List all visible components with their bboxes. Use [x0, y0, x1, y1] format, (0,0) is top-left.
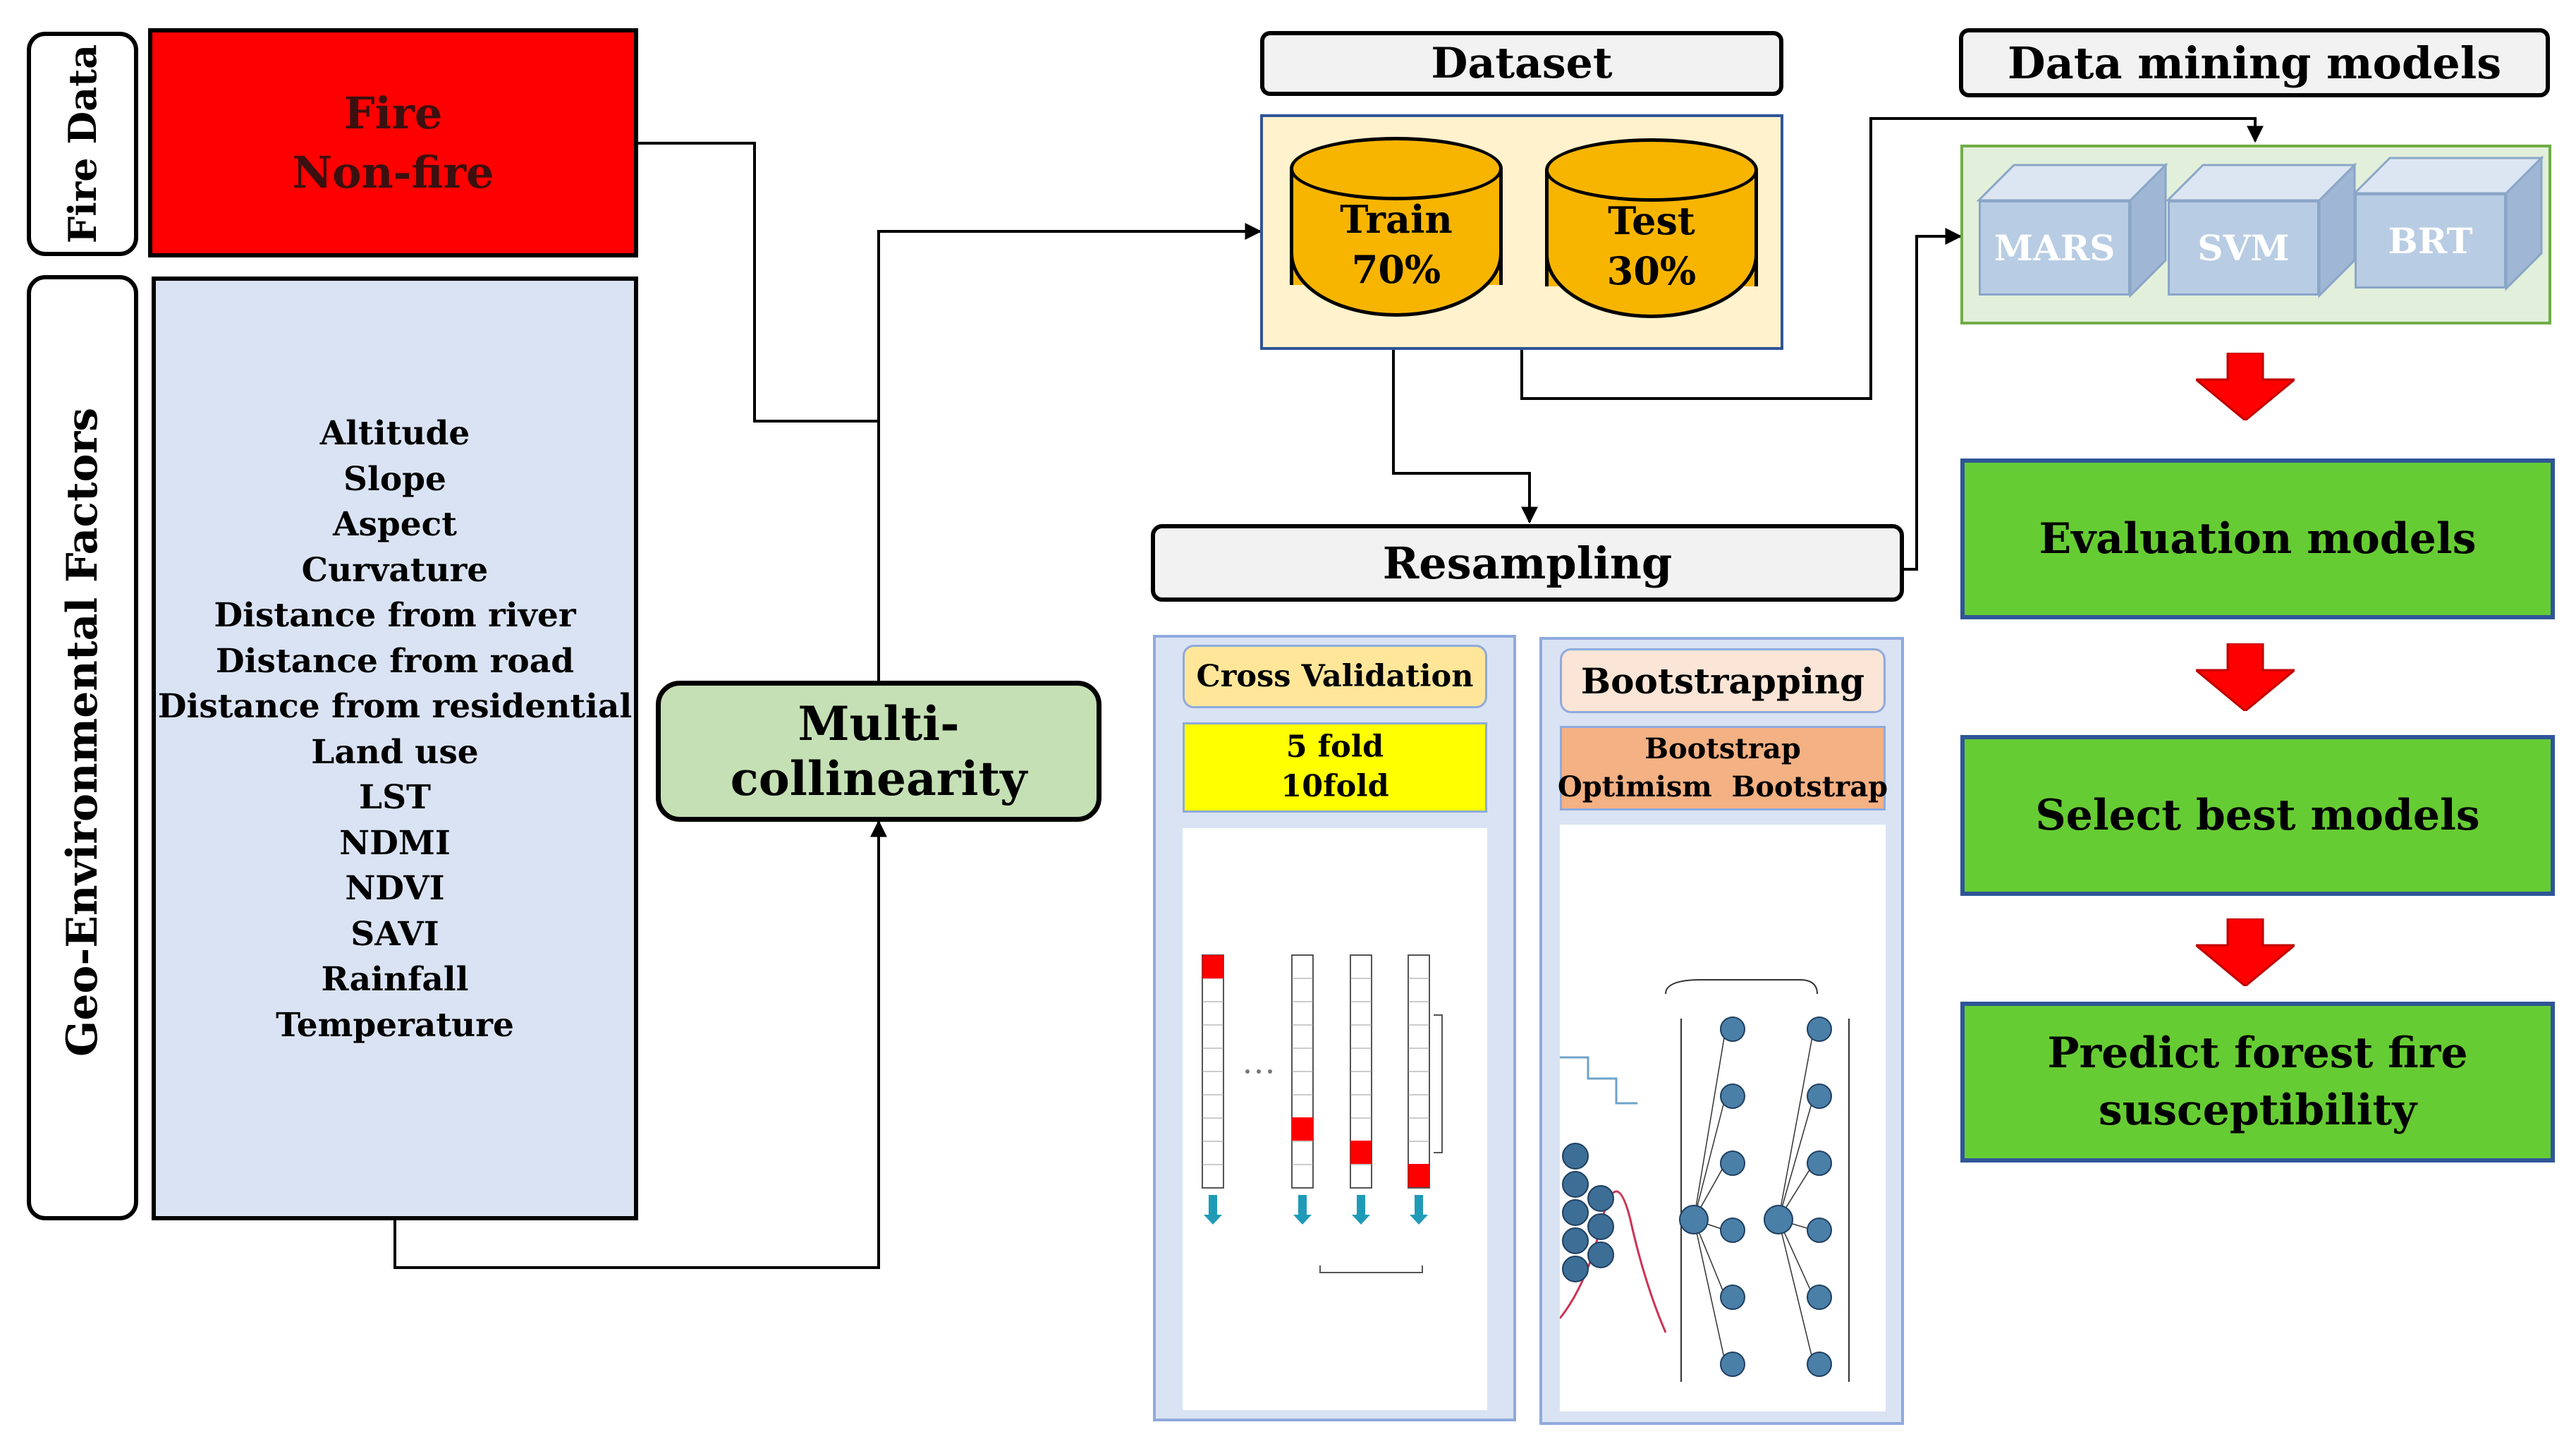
test-label: Test — [1608, 198, 1695, 244]
factor-item: Distance from road — [215, 641, 575, 681]
fire-data-label: Fire Data — [60, 44, 105, 244]
geo-label: Geo-Environmental Factors — [58, 408, 107, 1057]
train-cylinder: Train 70% — [1290, 137, 1503, 317]
train-pct: 70% — [1351, 246, 1441, 292]
model-brt: BRT — [2355, 193, 2506, 289]
boot-line1: Bootstrap — [1644, 732, 1801, 765]
train-to-resampling-arrow — [1392, 314, 1538, 524]
cv-illustration — [1183, 828, 1487, 1410]
factors-to-mc-arrow — [393, 820, 887, 1269]
predict-line1: Predict forest fire — [2047, 1028, 2468, 1078]
predict-line2: susceptibility — [2098, 1086, 2417, 1135]
factor-item: Curvature — [301, 550, 489, 590]
dataset-panel: Train 70% Test 30% — [1260, 114, 1783, 350]
models-title: Data mining models — [1959, 28, 2550, 97]
geo-factors-side-label: Geo-Environmental Factors — [27, 275, 138, 1220]
factor-item: LST — [359, 778, 431, 817]
boot-line2: Optimism Bootstrap — [1557, 770, 1888, 803]
factor-item: NDVI — [345, 869, 445, 908]
model-svm: SVM — [2168, 200, 2319, 296]
cv-10fold: 10fold — [1281, 769, 1389, 804]
down-arrow-icon — [2196, 353, 2295, 420]
predict-box: Predict forest fire susceptibility — [1960, 1002, 2555, 1162]
factor-item: Land use — [311, 732, 479, 772]
factor-item: Rainfall — [321, 960, 469, 999]
boot-title: Bootstrapping — [1560, 648, 1886, 713]
factor-item: NDMI — [339, 823, 451, 863]
boot-methods: Bootstrap Optimism Bootstrap — [1557, 726, 1888, 811]
down-arrow-icon — [2196, 643, 2295, 711]
dataset-title: Dataset — [1260, 31, 1783, 96]
fire-data-side-label: Fire Data — [27, 32, 138, 256]
evaluation-box: Evaluation models — [1960, 459, 2555, 619]
select-best-box: Select best models — [1960, 735, 2555, 896]
cv-fold-diagram — [1202, 954, 1443, 1273]
resampling-to-models-arrow — [1904, 228, 1962, 571]
test-pct: 30% — [1606, 248, 1697, 293]
factor-item: Slope — [343, 459, 446, 499]
bootstrap-illustration — [1558, 825, 1886, 1411]
test-cylinder: Test 30% — [1545, 138, 1758, 318]
fire-connector — [638, 142, 879, 423]
cv-folds: 5 fold 10fold — [1183, 722, 1487, 813]
cv-5fold: 5 fold — [1286, 729, 1384, 765]
cv-title: Cross Validation — [1183, 645, 1487, 708]
factor-item: Temperature — [276, 1005, 514, 1045]
bootstrap-tree-diagram — [1558, 979, 1850, 1382]
mc-to-dataset-arrow — [877, 223, 1262, 681]
fire-box: Fire Non-fire — [148, 28, 638, 257]
resampling-title: Resampling — [1151, 524, 1904, 602]
factor-item: SAVI — [350, 914, 439, 954]
train-label: Train — [1340, 197, 1453, 243]
bootstrapping-panel: Bootstrapping Bootstrap Optimism Bootstr… — [1539, 637, 1904, 1425]
factor-item: Distance from residential — [157, 687, 633, 726]
factor-item: Altitude — [319, 414, 470, 453]
non-fire-label: Non-fire — [292, 146, 494, 198]
down-arrow-icon — [2196, 918, 2295, 986]
model-mars: MARS — [1979, 200, 2130, 296]
factor-item: Aspect — [332, 505, 458, 544]
cross-validation-panel: Cross Validation 5 fold 10fold — [1153, 635, 1516, 1421]
factor-item: Distance from river — [214, 596, 576, 635]
multicollinearity-box: Multi-collinearity — [656, 681, 1101, 822]
fire-label: Fire — [343, 87, 443, 139]
test-to-models-arrow — [1520, 117, 2264, 400]
models-panel: MARS SVM BRT — [1960, 145, 2551, 324]
